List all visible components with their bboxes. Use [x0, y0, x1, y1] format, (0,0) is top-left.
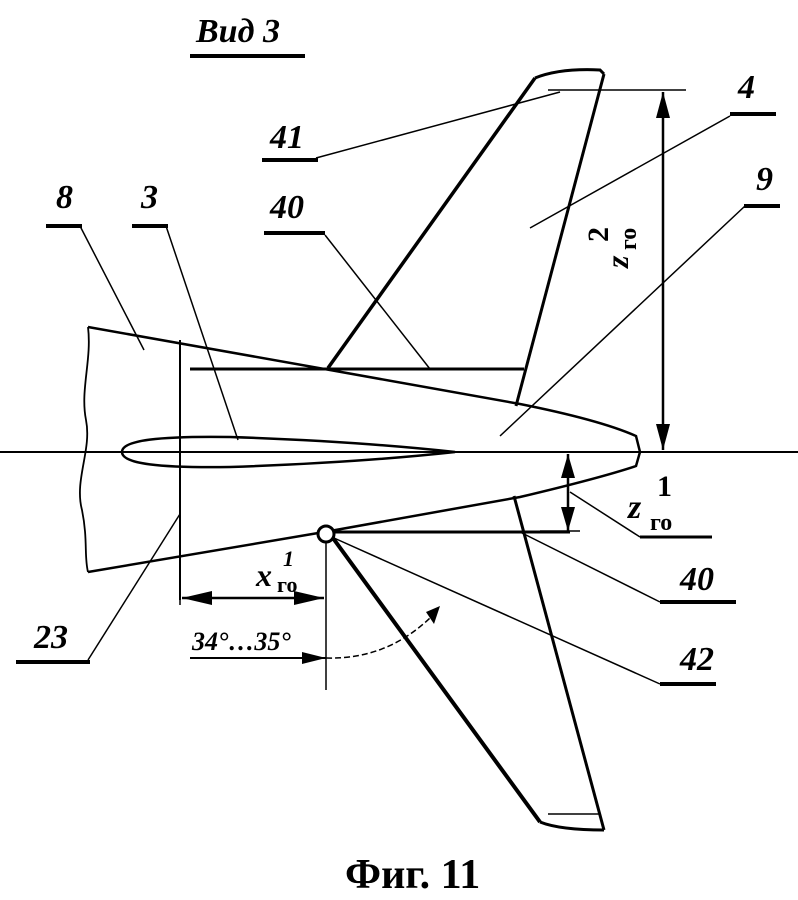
leader-40-top [324, 234, 431, 370]
leader-8 [79, 225, 145, 351]
z2-sub: го [616, 228, 642, 250]
x1-sub: го [277, 572, 297, 597]
x1-base: x [255, 557, 272, 593]
z2-arrow-top [656, 92, 670, 118]
svg-text:го: го [277, 572, 297, 597]
z1-leader [569, 491, 641, 538]
z1-dimension-label: z го 1 [627, 470, 672, 536]
svg-text:2: 2 [582, 227, 615, 242]
leader-42 [333, 537, 661, 685]
x1-arrow-left [182, 591, 212, 605]
label-42: 42 [679, 641, 714, 678]
z1-arrow-top [561, 454, 575, 478]
label-40-top: 40 [269, 189, 304, 226]
fuselage-outline [87, 325, 642, 574]
leader-40-bottom [519, 531, 661, 603]
z2-arrow-bottom [656, 424, 670, 450]
leader-4 [529, 115, 731, 229]
svg-text:z: z [599, 255, 635, 269]
fuselage-break-line [79, 326, 90, 573]
view-title: Вид 3 [195, 13, 280, 50]
angle-range-label: 34°…35° [191, 627, 291, 656]
z1-base: z [627, 489, 642, 526]
label-4: 4 [737, 69, 755, 106]
svg-text:z: z [627, 489, 642, 526]
leader-23 [87, 513, 181, 661]
upper-tail-leading-edge [326, 76, 537, 370]
label-3: 3 [140, 179, 158, 216]
wing-profile [120, 435, 456, 469]
lower-tail-trailing-edge [512, 495, 606, 831]
x1-dimension-label: x го 1 [255, 546, 297, 597]
z1-sup: 1 [657, 470, 672, 503]
svg-text:1: 1 [657, 470, 672, 503]
leader-9 [499, 205, 746, 437]
lower-tail-leading-edge [328, 532, 542, 824]
z1-sub: го [650, 510, 672, 536]
label-23: 23 [33, 619, 68, 656]
svg-text:го: го [616, 228, 642, 250]
z1-arrow-bottom [561, 507, 575, 531]
z2-dimension-label: z го 2 [582, 227, 642, 269]
label-40-bottom: 40 [679, 561, 714, 598]
figure-caption: Фиг. 11 [345, 852, 480, 898]
label-9: 9 [756, 161, 773, 198]
leader-41 [315, 91, 561, 159]
upper-tail-tip [534, 68, 606, 80]
lower-tail-tip [539, 820, 605, 832]
angle-arrow-left [302, 652, 326, 664]
svg-text:1: 1 [283, 546, 294, 571]
x1-arrow-right [294, 591, 324, 605]
svg-text:го: го [650, 510, 672, 536]
label-8: 8 [56, 179, 73, 216]
angle-arrow-right [426, 606, 440, 624]
angle-arc [325, 611, 437, 659]
svg-text:x: x [255, 557, 272, 593]
z2-base: z [599, 255, 635, 269]
hinge-point-42 [316, 524, 336, 544]
label-41: 41 [269, 119, 304, 156]
z2-sup: 2 [582, 227, 615, 242]
upper-tail-trailing-edge [514, 73, 606, 407]
x1-sup: 1 [283, 546, 294, 571]
leader-3 [165, 225, 239, 441]
